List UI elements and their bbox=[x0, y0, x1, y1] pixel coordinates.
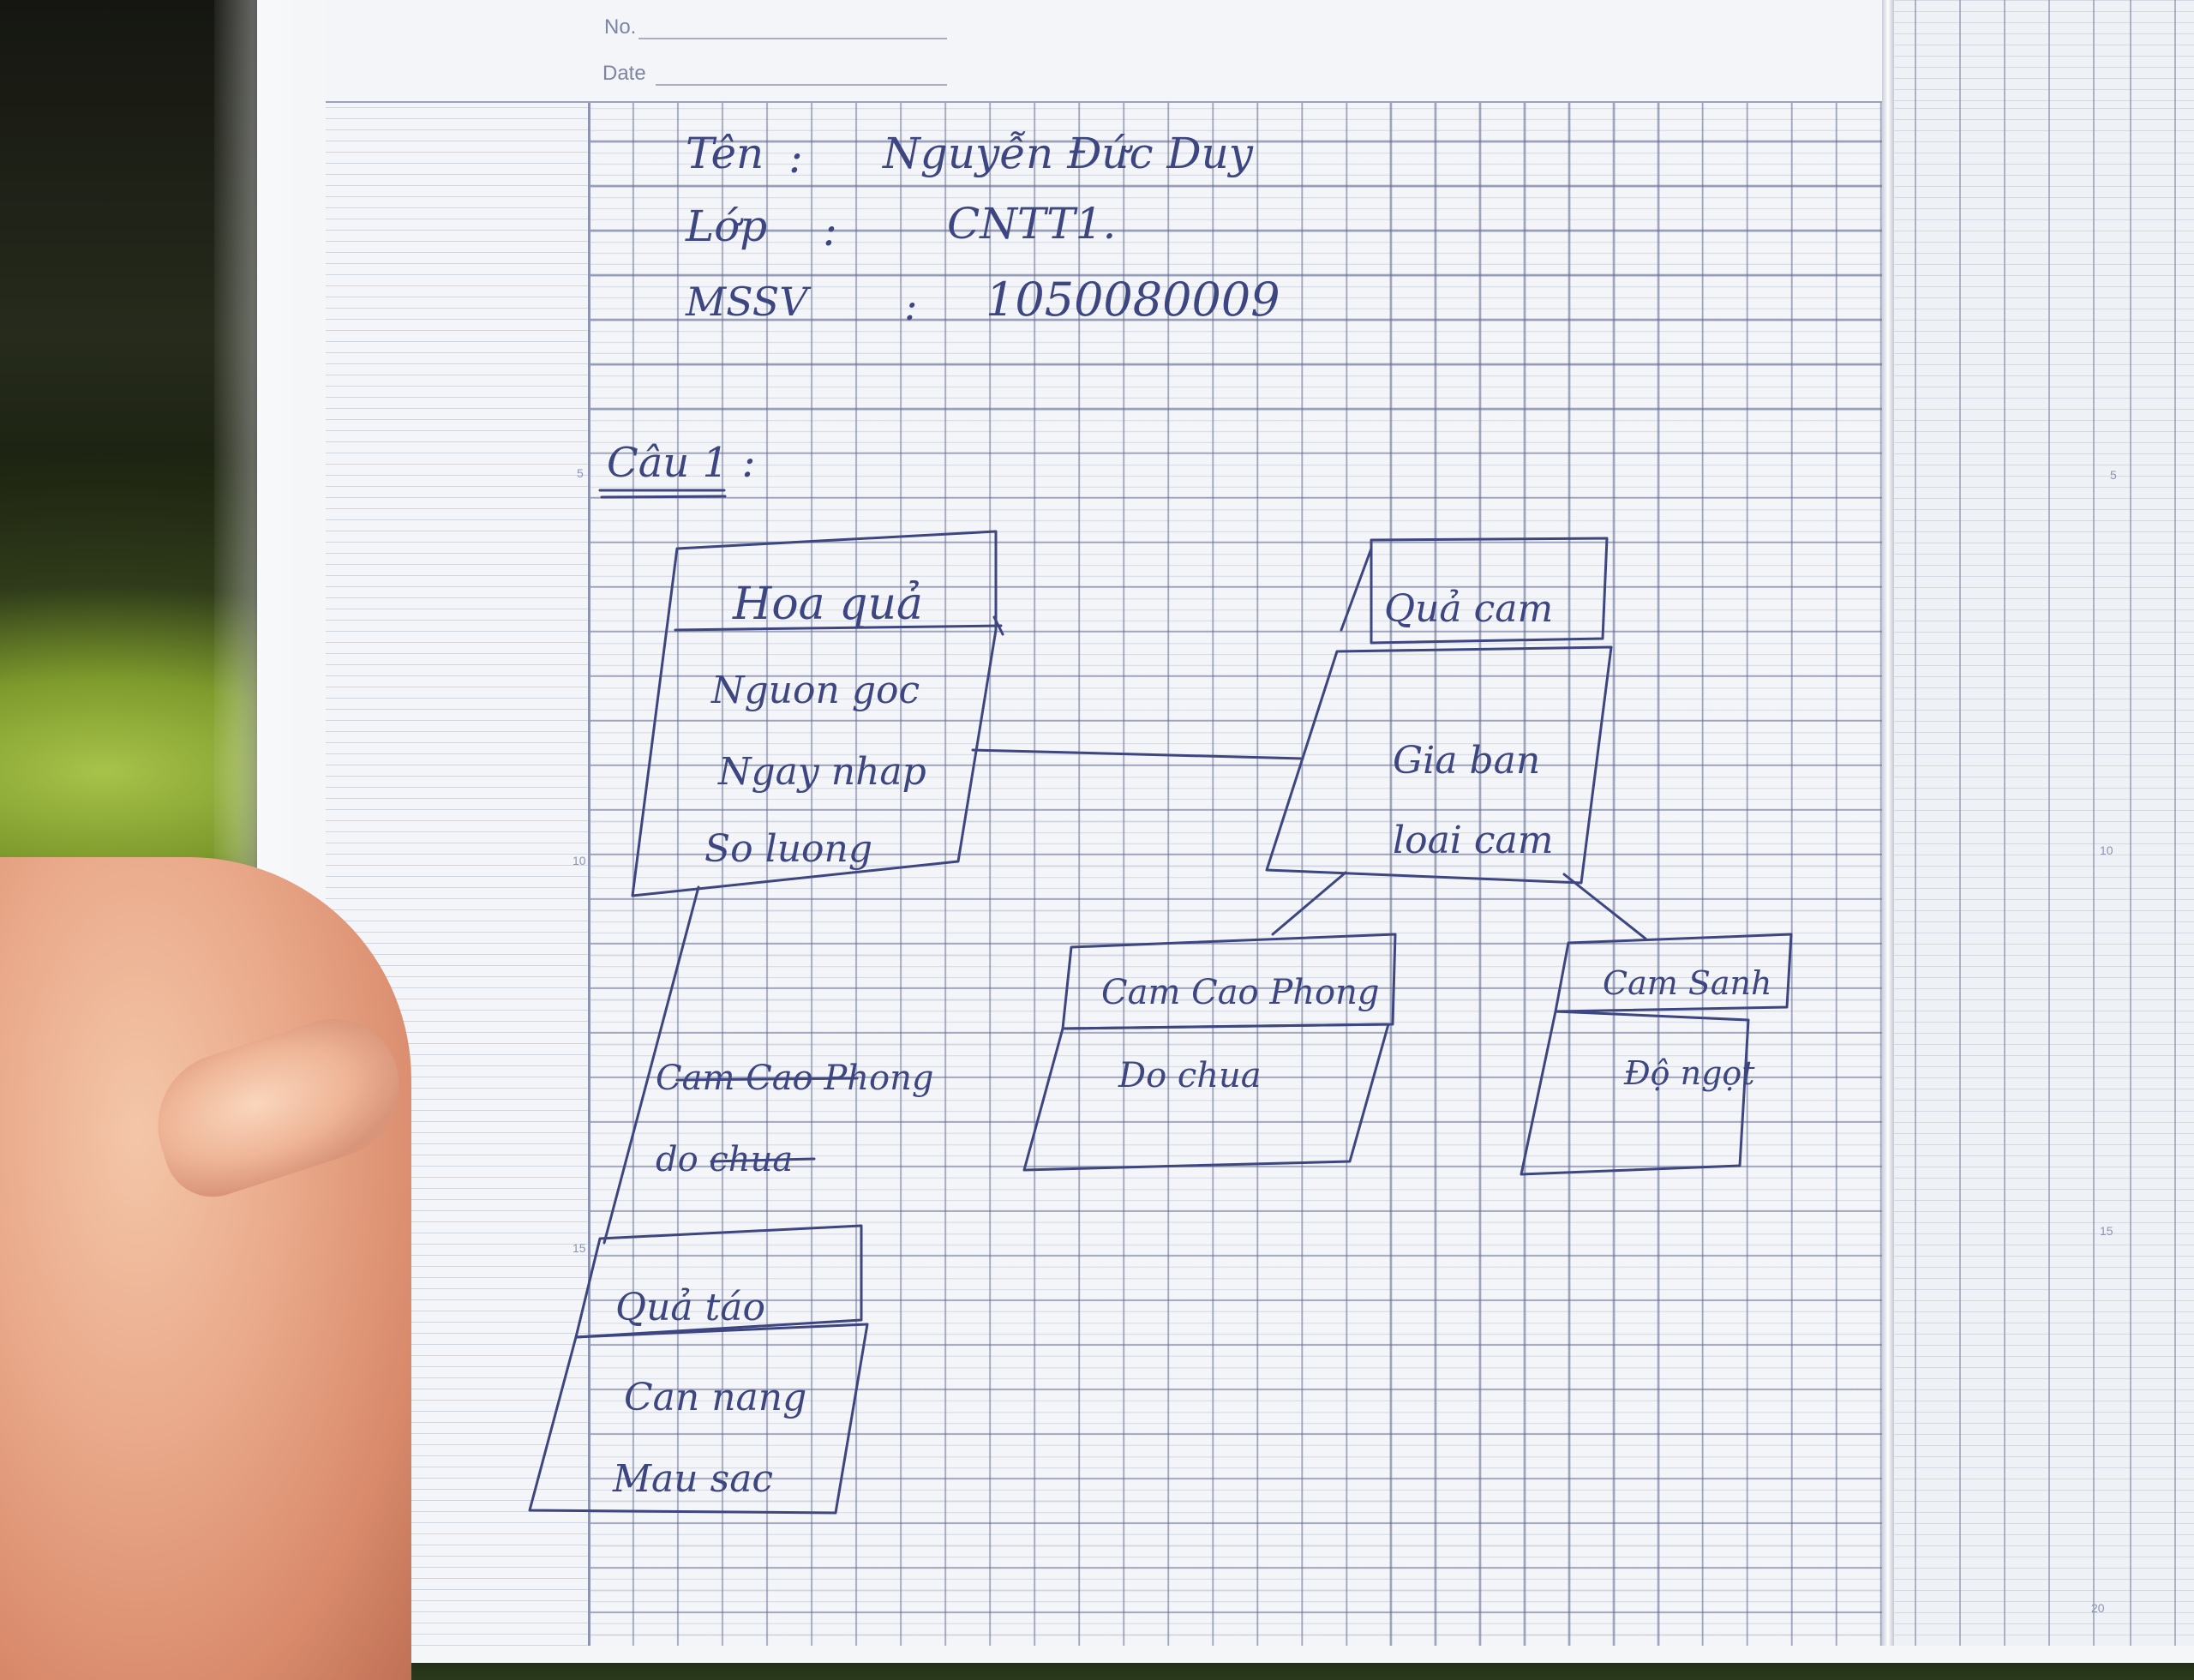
notebook-right-page bbox=[1890, 0, 2194, 1646]
hand bbox=[0, 857, 411, 1680]
cam-sanh-title: Cam Sanh bbox=[1603, 964, 1772, 1002]
page-header-band bbox=[326, 0, 1885, 101]
row-number-10: 10 bbox=[572, 854, 586, 867]
class-separator: : bbox=[823, 206, 837, 255]
qua-tao-attr-can-nang: Can nang bbox=[624, 1376, 807, 1419]
inheritance-line-cam bbox=[971, 748, 1304, 760]
qua-tao-title: Quả táo bbox=[615, 1286, 766, 1329]
diagram-sketch bbox=[528, 489, 1793, 1515]
student-id-label: MSSV bbox=[686, 279, 808, 325]
strike-line-2 bbox=[710, 1157, 816, 1163]
qua-tao-header-box bbox=[574, 1224, 863, 1339]
header-date-label: Date bbox=[602, 62, 646, 85]
hoa-qua-attr-ngay-nhap: Ngay nhap bbox=[718, 750, 926, 794]
hoa-qua-arrow bbox=[992, 615, 1004, 636]
margin-line bbox=[588, 101, 590, 1646]
student-id-separator: : bbox=[904, 283, 918, 329]
qua-cam-slant bbox=[1340, 547, 1373, 632]
qua-cam-attr-loai-cam: loai cam bbox=[1393, 819, 1554, 862]
cam-cao-phong-body-box bbox=[1022, 1023, 1390, 1172]
class-label: Lớp bbox=[686, 201, 768, 251]
class-value: CNTT1. bbox=[947, 199, 1117, 249]
header-rule bbox=[326, 101, 1885, 103]
header-date-line bbox=[656, 84, 947, 86]
branch-cam-cao-phong bbox=[1271, 871, 1347, 936]
qua-cam-attr-gia-ban: Gia ban bbox=[1393, 739, 1541, 783]
name-value: Nguyễn Đức Duy bbox=[883, 129, 1254, 178]
cam-sanh-body-box bbox=[1520, 1010, 1750, 1176]
hoa-qua-box bbox=[631, 530, 998, 897]
header-no-label: No. bbox=[604, 15, 637, 39]
qua-cam-title: Quả cam bbox=[1384, 587, 1554, 631]
struck-note-title: Cam Cao Phong bbox=[656, 1059, 934, 1098]
hoa-qua-attr-nguon-goc: Nguon goc bbox=[711, 669, 920, 712]
qua-tao-attr-mau-sac: Mau sac bbox=[613, 1457, 774, 1501]
hoa-qua-title: Hoa quả bbox=[733, 579, 923, 630]
inheritance-line-tao bbox=[602, 885, 700, 1245]
branch-cam-sanh bbox=[1562, 873, 1647, 940]
qua-cam-body-box bbox=[1265, 645, 1613, 885]
struck-note-attr: do chua bbox=[656, 1140, 794, 1179]
cam-cao-phong-title: Cam Cao Phong bbox=[1101, 973, 1380, 1012]
cam-cao-phong-header-box bbox=[1061, 933, 1397, 1030]
question-label: Câu 1 : bbox=[607, 439, 756, 487]
question-underline-2 bbox=[600, 495, 727, 499]
right-row-number-5: 5 bbox=[2110, 468, 2117, 482]
header-no-line bbox=[638, 38, 947, 39]
cam-cao-phong-attr-do-chua: Do chua bbox=[1118, 1056, 1262, 1095]
student-id-value: 1050080009 bbox=[986, 273, 1280, 327]
row-number-15: 15 bbox=[572, 1241, 586, 1255]
background-shadow bbox=[0, 0, 283, 480]
cam-sanh-header-box bbox=[1554, 933, 1793, 1013]
hoa-qua-divider bbox=[674, 624, 1003, 632]
right-row-number-20: 20 bbox=[2091, 1601, 2105, 1615]
hoa-qua-attr-so-luong: So luong bbox=[704, 827, 873, 871]
strike-line-1 bbox=[675, 1077, 859, 1082]
notebook-gutter bbox=[1882, 0, 1894, 1646]
row-number-5: 5 bbox=[577, 466, 584, 480]
name-label: Tên bbox=[686, 129, 764, 178]
name-separator: : bbox=[788, 133, 803, 183]
cam-sanh-attr-do-ngot: Độ ngọt bbox=[1624, 1054, 1755, 1092]
qua-cam-header-box bbox=[1370, 537, 1609, 645]
page-left-margin bbox=[326, 101, 588, 1646]
right-row-number-10: 10 bbox=[2100, 843, 2113, 857]
qua-tao-body-box bbox=[528, 1323, 869, 1515]
right-row-number-15: 15 bbox=[2100, 1224, 2113, 1238]
